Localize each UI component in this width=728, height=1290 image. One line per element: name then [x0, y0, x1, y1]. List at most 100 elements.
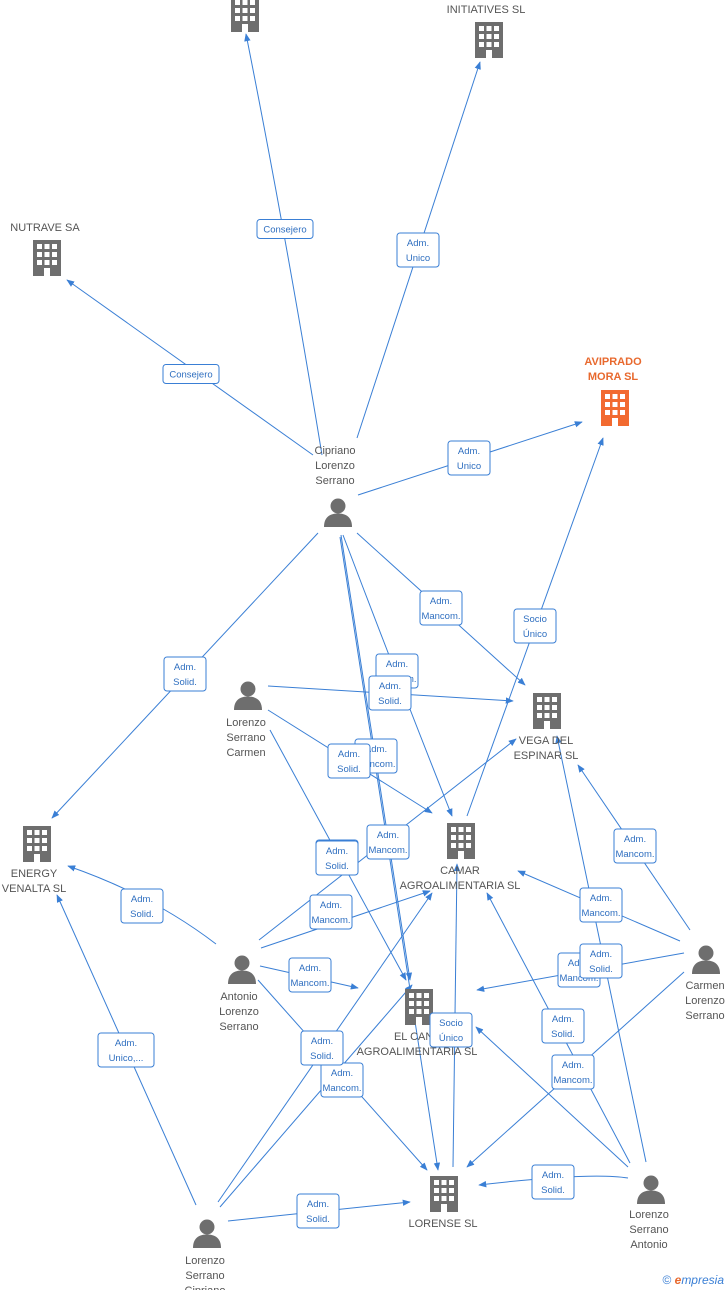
edge-label-text: Mancom.	[553, 1075, 592, 1086]
edge-label-lscip-to-lorense[interactable]: Adm.Solid.	[296, 1193, 340, 1229]
building-icon	[430, 1176, 458, 1212]
node-nutrave[interactable]: NUTRAVE SA	[10, 222, 80, 276]
brand-logo: empresia	[674, 1273, 724, 1287]
edge-label-text: Adm.	[331, 1068, 353, 1079]
edge-label-carmen-to-vega[interactable]: Adm.Mancom.	[613, 828, 657, 864]
edge-label-lscip-to-elcant[interactable]: Adm.Solid.	[300, 1030, 344, 1066]
edge-label-text: Adm.	[568, 958, 590, 969]
node-lscip[interactable]: LorenzoSerranoCipriano	[185, 1219, 226, 1290]
node-label: MORA SL	[588, 371, 639, 383]
node-label: Serrano	[315, 475, 354, 487]
person-icon	[234, 681, 262, 710]
edge-label-text: Adm.	[379, 681, 401, 692]
node-label: Lorenzo	[219, 1006, 259, 1018]
edge-label-text: Solid.	[306, 1214, 330, 1225]
edge-label-text: Adm.	[338, 749, 360, 760]
node-label: EL CANT	[394, 1031, 440, 1043]
edge-label-cipriano-to-energy[interactable]: Adm.Solid.	[163, 656, 207, 692]
edge-label-lscip-to-energy[interactable]: Adm.Unico,...	[97, 1032, 155, 1068]
building-icon	[601, 390, 629, 426]
edge-label-cipriano-to-elcant[interactable]: Adm.Solid.	[368, 675, 412, 711]
edge-label-antonio-to-lorense[interactable]: Adm. Mancom.	[320, 1062, 364, 1098]
edge-label-text: Mancom.	[290, 978, 329, 989]
node-label: LORENSE SL	[408, 1218, 477, 1230]
edge-label-cipriano-to-nutrave[interactable]: Consejero	[162, 364, 220, 384]
edge-label-lsa-to-elcant[interactable]: Adm.Mancom.	[551, 1054, 595, 1090]
edge-lsa-to-elcant	[475, 1026, 629, 1168]
copyright-symbol: ©	[662, 1273, 672, 1287]
node-label: Carmen	[226, 747, 265, 759]
node-label: Lorenzo	[685, 995, 725, 1007]
edge-label-cipriano-to-aviprado[interactable]: Adm.Unico	[447, 440, 491, 476]
node-lorense[interactable]: LORENSE SL	[408, 1176, 478, 1230]
building-icon	[405, 989, 433, 1025]
edge-label-text: Mancom.	[368, 845, 407, 856]
edge-label-text: Mancom.	[421, 611, 460, 622]
edge-label-antonio-to-camar[interactable]: Adm.Mancom.	[366, 824, 410, 860]
node-label: Lorenzo	[226, 717, 266, 729]
building-icon	[447, 823, 475, 859]
copyright-footer[interactable]: © empresia	[662, 1273, 724, 1287]
edge-label-text: Adm.	[299, 963, 321, 974]
edge-label-text: Solid.	[130, 909, 154, 920]
edge-label-cipriano-to-top_co[interactable]: Consejero	[256, 219, 314, 239]
edge-label-text: Adm.	[430, 596, 452, 607]
node-label: VEGA DEL	[519, 735, 573, 747]
edge-label-text: Mancom.	[311, 915, 350, 926]
node-label: Serrano	[685, 1010, 724, 1022]
node-label: Cipriano	[185, 1285, 226, 1290]
person-icon	[324, 498, 352, 527]
edge-label-text: Solid.	[551, 1029, 575, 1040]
edge-label-text: Adm.	[386, 659, 408, 670]
edge-label-cipriano-to-vega[interactable]: Adm. Mancom.	[419, 590, 463, 626]
edge-label-text: Solid.	[325, 861, 349, 872]
node-initiatives[interactable]: INITIATIVES SL	[447, 4, 526, 58]
edge-label-text: Adm.	[320, 900, 342, 911]
edge-label-text: Adm.	[590, 893, 612, 904]
edge-label-text: Adm.	[365, 744, 387, 755]
node-label: Serrano	[219, 1021, 258, 1033]
edge-label-carmen-to-lorense[interactable]: Adm.Solid.	[579, 943, 623, 979]
node-label: NUTRAVE SA	[10, 222, 80, 234]
edge-label-lscip-to-camar[interactable]: Adm.Solid.	[315, 840, 359, 876]
node-label: Antonio	[630, 1239, 667, 1251]
edge-label-antonio-to-vega[interactable]: Adm. Mancom.	[309, 894, 353, 930]
node-label: AVIPRADO	[584, 356, 642, 368]
edge-label-lsa-to-camar[interactable]: Adm.Solid.	[541, 1008, 585, 1044]
edge-label-text: Mancom.	[322, 1083, 361, 1094]
node-aviprado[interactable]: AVIPRADO MORA SL	[584, 356, 642, 426]
node-label: ENERGY	[11, 868, 58, 880]
person-icon	[637, 1175, 665, 1204]
node-label: Cipriano	[315, 445, 356, 457]
edge-label-cipriano-to-initiatives[interactable]: Adm.Unico	[396, 232, 440, 268]
edge-label-text: Adm.	[174, 662, 196, 673]
edge-label-text: Socio	[439, 1018, 463, 1029]
building-icon	[533, 693, 561, 729]
edge-cipriano-to-top_co	[244, 33, 323, 456]
edge-label-text: Único	[523, 629, 547, 640]
edge-label-carmen-to-camar[interactable]: Adm.Mancom.	[579, 887, 623, 923]
edge-label-text: Unico	[457, 461, 481, 472]
node-top_co[interactable]	[231, 0, 259, 32]
edge-label-antonio-to-energy[interactable]: Adm.Solid.	[120, 888, 164, 924]
edge-label-lsc-to-camar[interactable]: Adm.Solid.	[327, 743, 371, 779]
edge-label-antonio-to-elcant[interactable]: Adm. Mancom.	[288, 957, 332, 993]
node-label: INITIATIVES SL	[447, 4, 526, 16]
building-icon	[475, 22, 503, 58]
edge-label-lsa-to-lorense[interactable]: Adm.Solid.	[531, 1164, 575, 1200]
node-label: Serrano	[629, 1224, 668, 1236]
edge-label-text: Único	[439, 1033, 463, 1044]
